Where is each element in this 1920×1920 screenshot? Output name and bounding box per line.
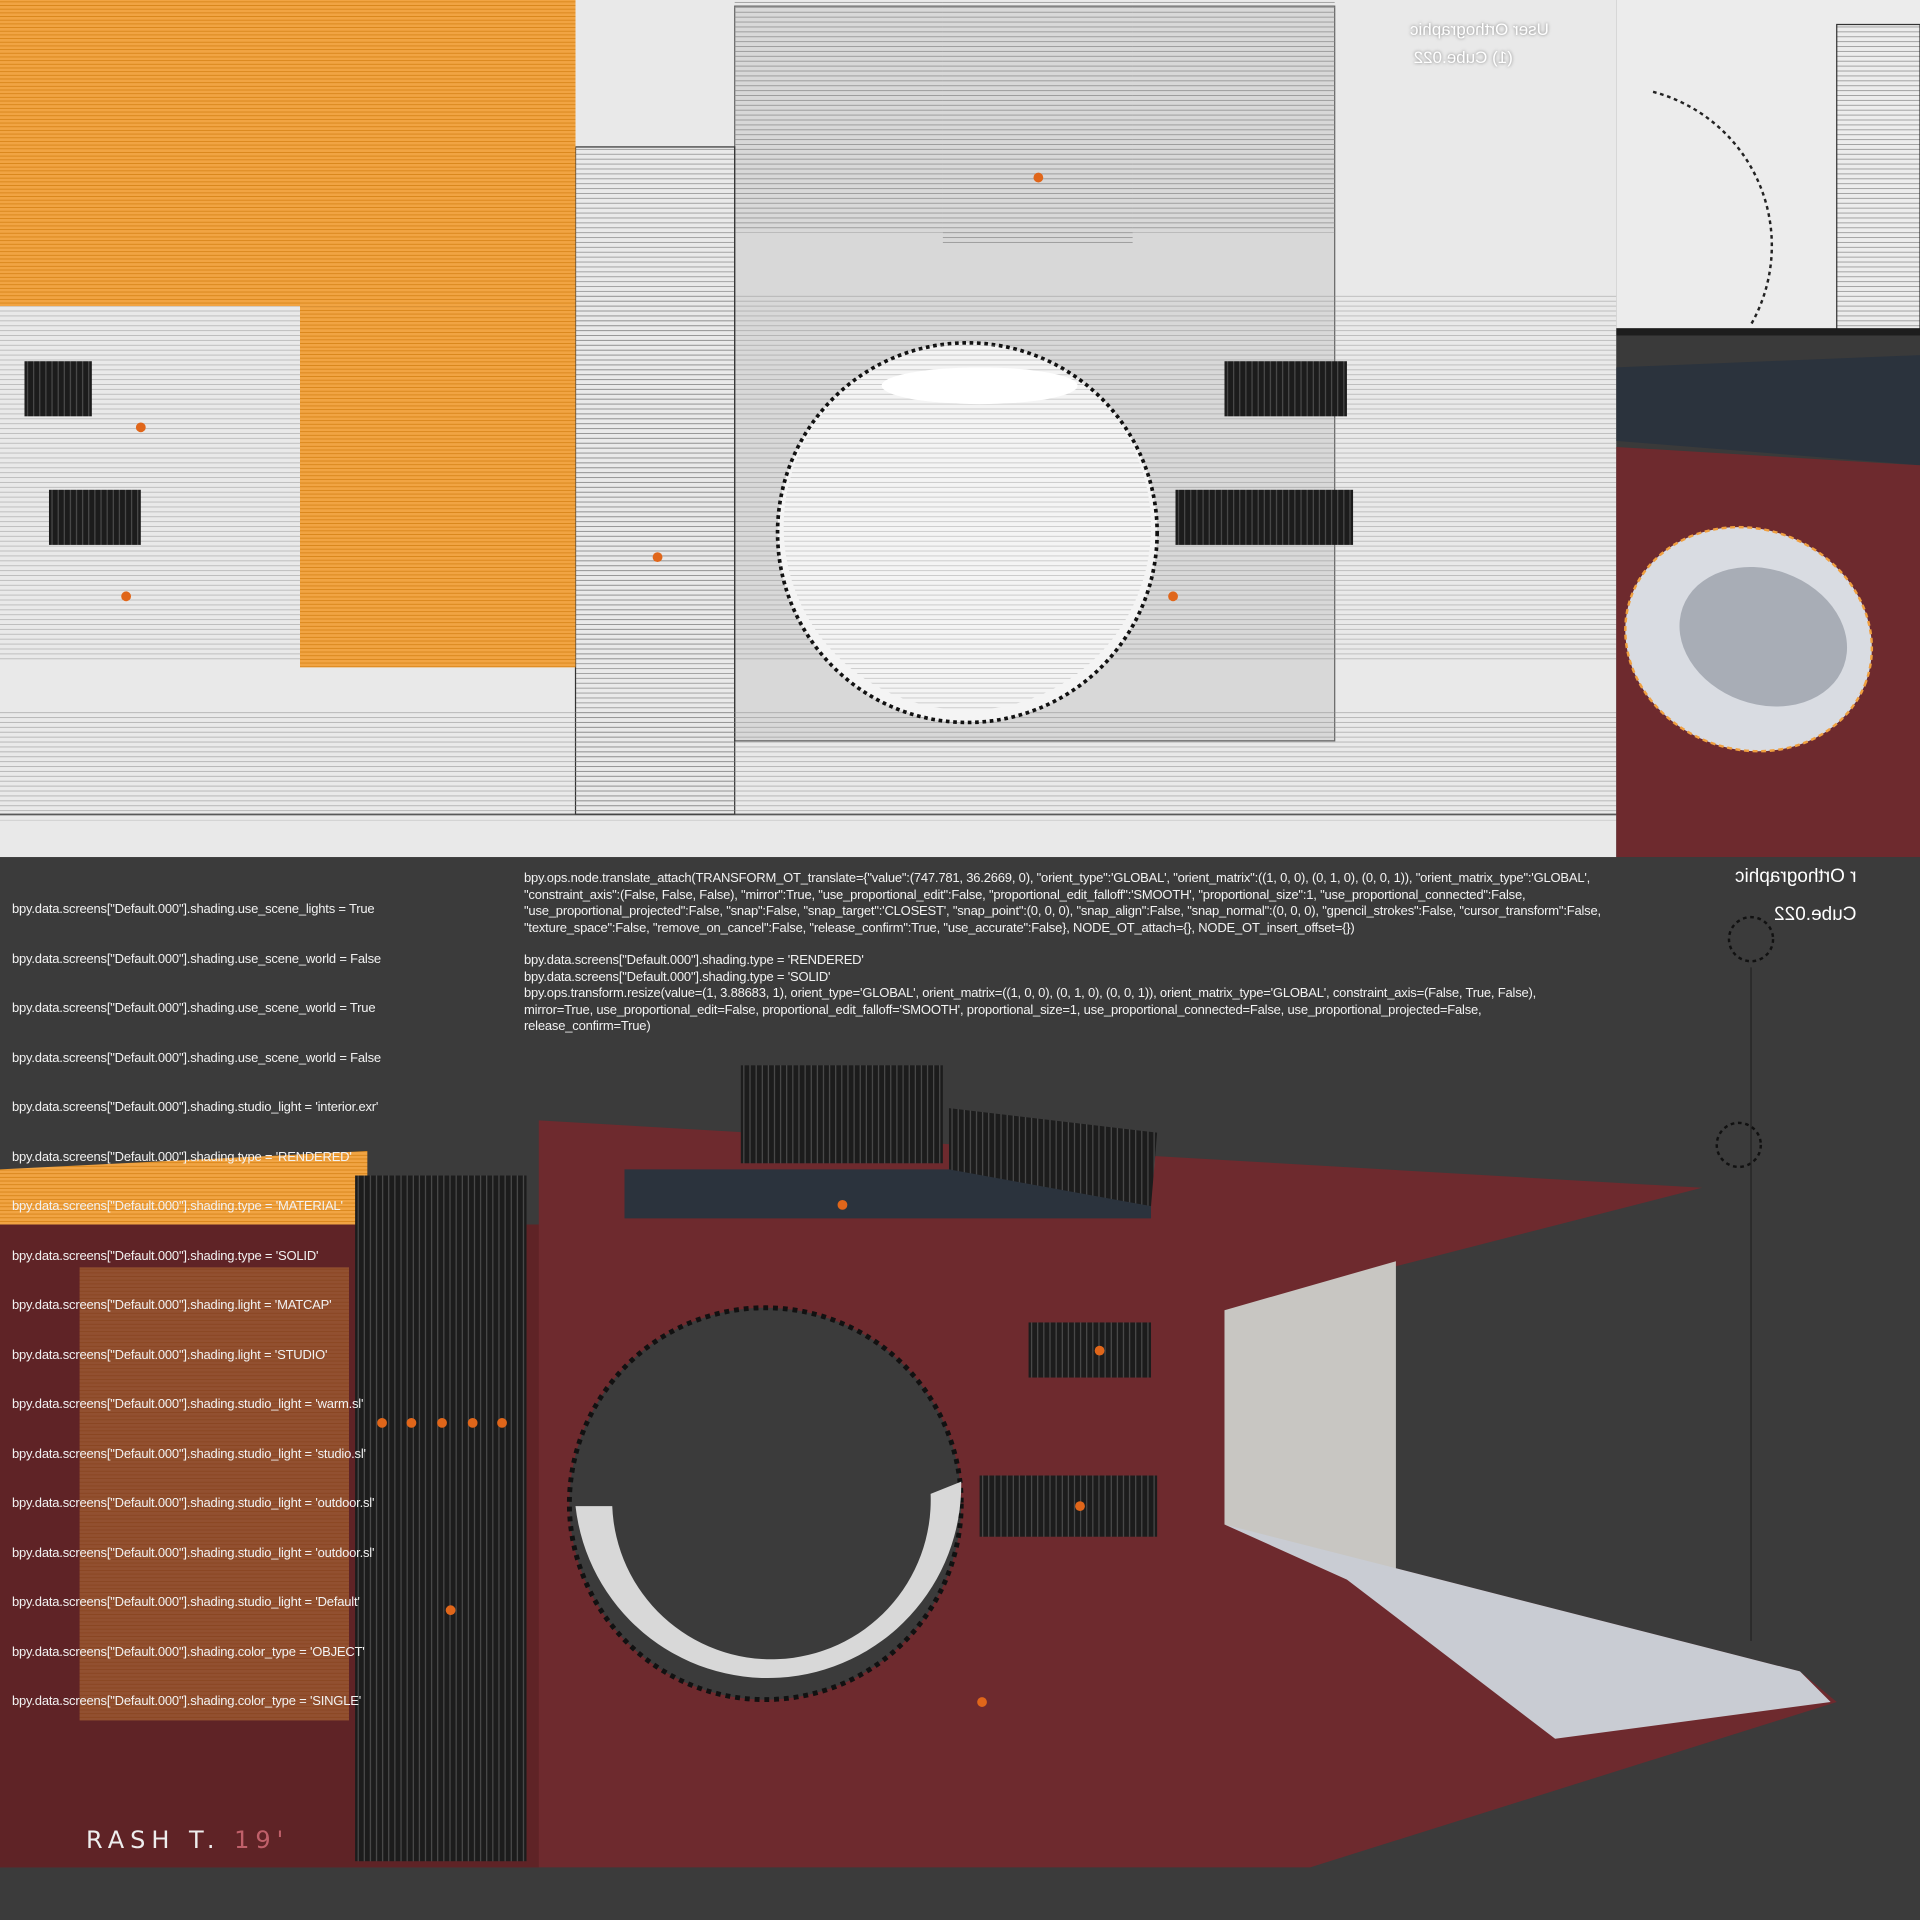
log-line: bpy.data.screens["Default.000"].shading.… [12, 1346, 328, 1362]
log-line: bpy.data.screens["Default.000"].shading.… [12, 1396, 364, 1411]
bottom-solid-viewport[interactable] [0, 857, 1920, 1920]
log-line: bpy.data.screens["Default.000"].shading.… [12, 1445, 366, 1461]
log-line: bpy.data.screens["Default.000"].shading.… [12, 1544, 375, 1560]
log-line: bpy.data.screens["Default.000"].shading.… [12, 1148, 352, 1164]
log-entry-resize: bpy.ops.transform.resize(value=(1, 3.886… [524, 985, 1537, 1033]
log-entry-shading-solid: bpy.data.screens["Default.000"].shading.… [524, 968, 831, 984]
log-line: bpy.data.screens["Default.000"].shading.… [12, 1495, 375, 1510]
top-viewport-overlay: User Orthographic (1) Cube.022 [1410, 16, 1549, 72]
view-name: User Orthographic [1410, 20, 1549, 39]
log-line: bpy.data.screens["Default.000"].shading.… [12, 950, 381, 966]
active-object-name: (1) Cube.022 [1413, 48, 1513, 67]
log-line: bpy.data.screens["Default.000"].shading.… [12, 1099, 379, 1114]
log-entry-shading-rendered: bpy.data.screens["Default.000"].shading.… [524, 952, 864, 967]
log-line: bpy.data.screens["Default.000"].shading.… [12, 1247, 319, 1263]
log-line: bpy.data.screens["Default.000"].shading.… [12, 1049, 381, 1065]
info-log-right: bpy.ops.node.translate_attach(TRANSFORM_… [524, 870, 1604, 1035]
origin-dots [121, 172, 1178, 1707]
log-line: bpy.data.screens["Default.000"].shading.… [12, 1000, 376, 1015]
log-line: bpy.data.screens["Default.000"].shading.… [12, 1198, 343, 1213]
log-line: bpy.data.screens["Default.000"].shading.… [12, 1693, 361, 1708]
render-preview-viewport[interactable] [1594, 335, 1920, 858]
log-entry-translate-attach: bpy.ops.node.translate_attach(TRANSFORM_… [524, 870, 1601, 935]
log-line: bpy.data.screens["Default.000"].shading.… [12, 1297, 332, 1312]
artist-signature: RASH T. 19' [86, 1826, 289, 1854]
log-line: bpy.data.screens["Default.000"].shading.… [12, 1594, 360, 1609]
info-log-left: bpy.data.screens["Default.000"].shading.… [12, 868, 381, 1726]
bottom-viewport-overlay: r Orthographic Cube.022 [1735, 858, 1856, 934]
view-name: r Orthographic [1735, 866, 1857, 887]
signature-name: RASH T. [86, 1826, 221, 1854]
log-line: bpy.data.screens["Default.000"].shading.… [12, 1643, 365, 1659]
log-line: bpy.data.screens["Default.000"].shading.… [12, 901, 375, 916]
side-wireframe-viewport[interactable] [1616, 0, 1920, 336]
active-object-name: Cube.022 [1774, 904, 1857, 925]
top-wireframe-viewport[interactable] [0, 0, 1617, 858]
signature-year: 19' [234, 1826, 290, 1854]
